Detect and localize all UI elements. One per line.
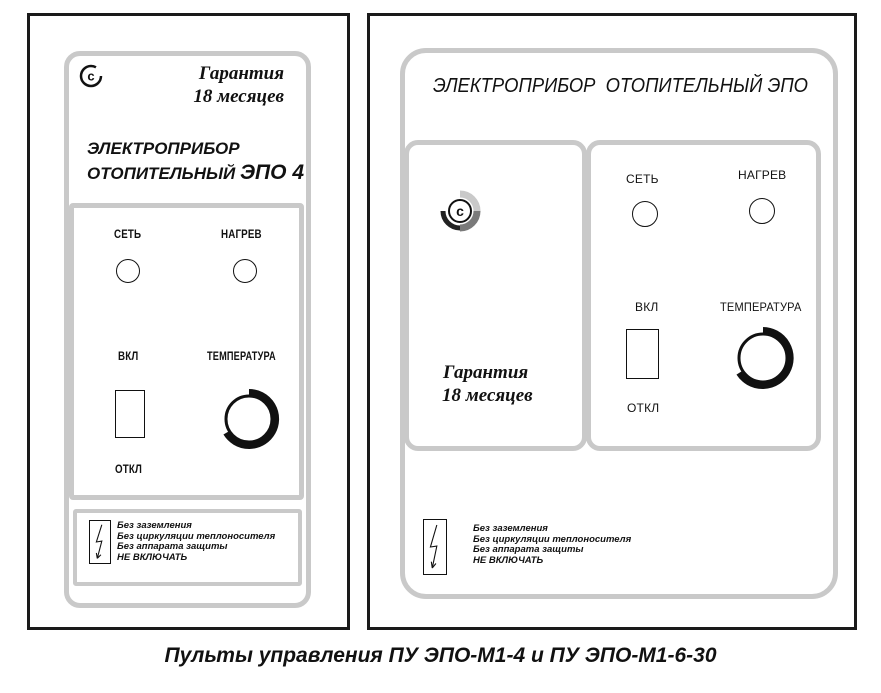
left-warning-line4: НЕ ВКЛЮЧАТЬ bbox=[117, 551, 188, 563]
right-warning-line1: Без заземления bbox=[473, 523, 548, 534]
right-warranty-line1: Гарантия bbox=[443, 362, 529, 383]
left-warning-line1: Без заземления bbox=[117, 520, 192, 531]
left-warning-box bbox=[73, 509, 302, 586]
lightning-bolt-icon bbox=[423, 519, 447, 575]
lightning-bolt-icon bbox=[89, 520, 111, 564]
right-power-indicator bbox=[632, 201, 658, 227]
left-power-switch[interactable] bbox=[115, 390, 145, 438]
temperature-knob-icon[interactable] bbox=[218, 388, 280, 450]
right-warranty-line2: 18 месяцев bbox=[442, 385, 533, 406]
left-title-model: ЭПО 4 bbox=[239, 161, 304, 184]
right-controls-box bbox=[586, 140, 821, 451]
left-warning-text: Без заземления Без циркуляции теплоносит… bbox=[117, 520, 276, 563]
left-device-title: ЭЛЕКТРОПРИБОР ОТОПИТЕЛЬНЫЙ ЭПО 4 bbox=[87, 137, 304, 186]
left-title-line1: ЭЛЕКТРОПРИБОР bbox=[87, 139, 240, 158]
left-controls-box bbox=[69, 203, 304, 500]
right-heating-indicator bbox=[749, 198, 775, 224]
left-label-temperature: ТЕМПЕРАТУРА bbox=[207, 351, 276, 363]
logo-c-icon: c bbox=[440, 190, 481, 232]
right-label-on: ВКЛ bbox=[635, 300, 659, 314]
left-heating-indicator bbox=[233, 259, 257, 283]
left-power-indicator bbox=[116, 259, 140, 283]
right-label-temperature: ТЕМПЕРАТУРА bbox=[720, 300, 802, 314]
right-logo-box bbox=[404, 140, 587, 451]
svg-text:c: c bbox=[456, 203, 464, 219]
right-label-power: СЕТЬ bbox=[626, 172, 659, 186]
right-warning-line2: Без циркуляции теплоносителя bbox=[473, 533, 632, 545]
left-label-on: ВКЛ bbox=[118, 351, 139, 363]
right-power-switch[interactable] bbox=[626, 329, 659, 379]
temperature-knob-icon[interactable] bbox=[730, 325, 796, 391]
right-warning-line4: НЕ ВКЛЮЧАТЬ bbox=[473, 554, 544, 566]
left-label-power: СЕТЬ bbox=[114, 229, 142, 241]
left-warranty-line1: Гарантия bbox=[198, 63, 284, 84]
right-label-off: ОТКЛ bbox=[627, 401, 660, 415]
left-title-prefix: ОТОПИТЕЛЬНЫЙ bbox=[87, 164, 236, 183]
left-warning-line3: Без аппарата защиты bbox=[117, 541, 228, 552]
left-label-heating: НАГРЕВ bbox=[221, 229, 262, 241]
left-title-line2: ОТОПИТЕЛЬНЫЙ ЭПО 4 bbox=[87, 161, 304, 186]
right-device-title: ЭЛЕКТРОПРИБОР ОТОПИТЕЛЬНЫЙ ЭПО bbox=[433, 75, 808, 97]
right-warning-line3: Без аппарата защиты bbox=[473, 544, 584, 555]
right-label-heating: НАГРЕВ bbox=[738, 168, 787, 182]
logo-c-icon: c bbox=[79, 64, 103, 88]
left-label-off: ОТКЛ bbox=[115, 464, 143, 476]
right-warning-text: Без заземления Без циркуляции теплоносит… bbox=[473, 523, 632, 566]
figure-caption: Пульты управления ПУ ЭПО-М1-4 и ПУ ЭПО-М… bbox=[164, 644, 717, 667]
svg-text:c: c bbox=[87, 69, 94, 84]
left-warranty-line2: 18 месяцев bbox=[193, 86, 284, 107]
left-warning-line2: Без циркуляции теплоносителя bbox=[117, 530, 276, 542]
